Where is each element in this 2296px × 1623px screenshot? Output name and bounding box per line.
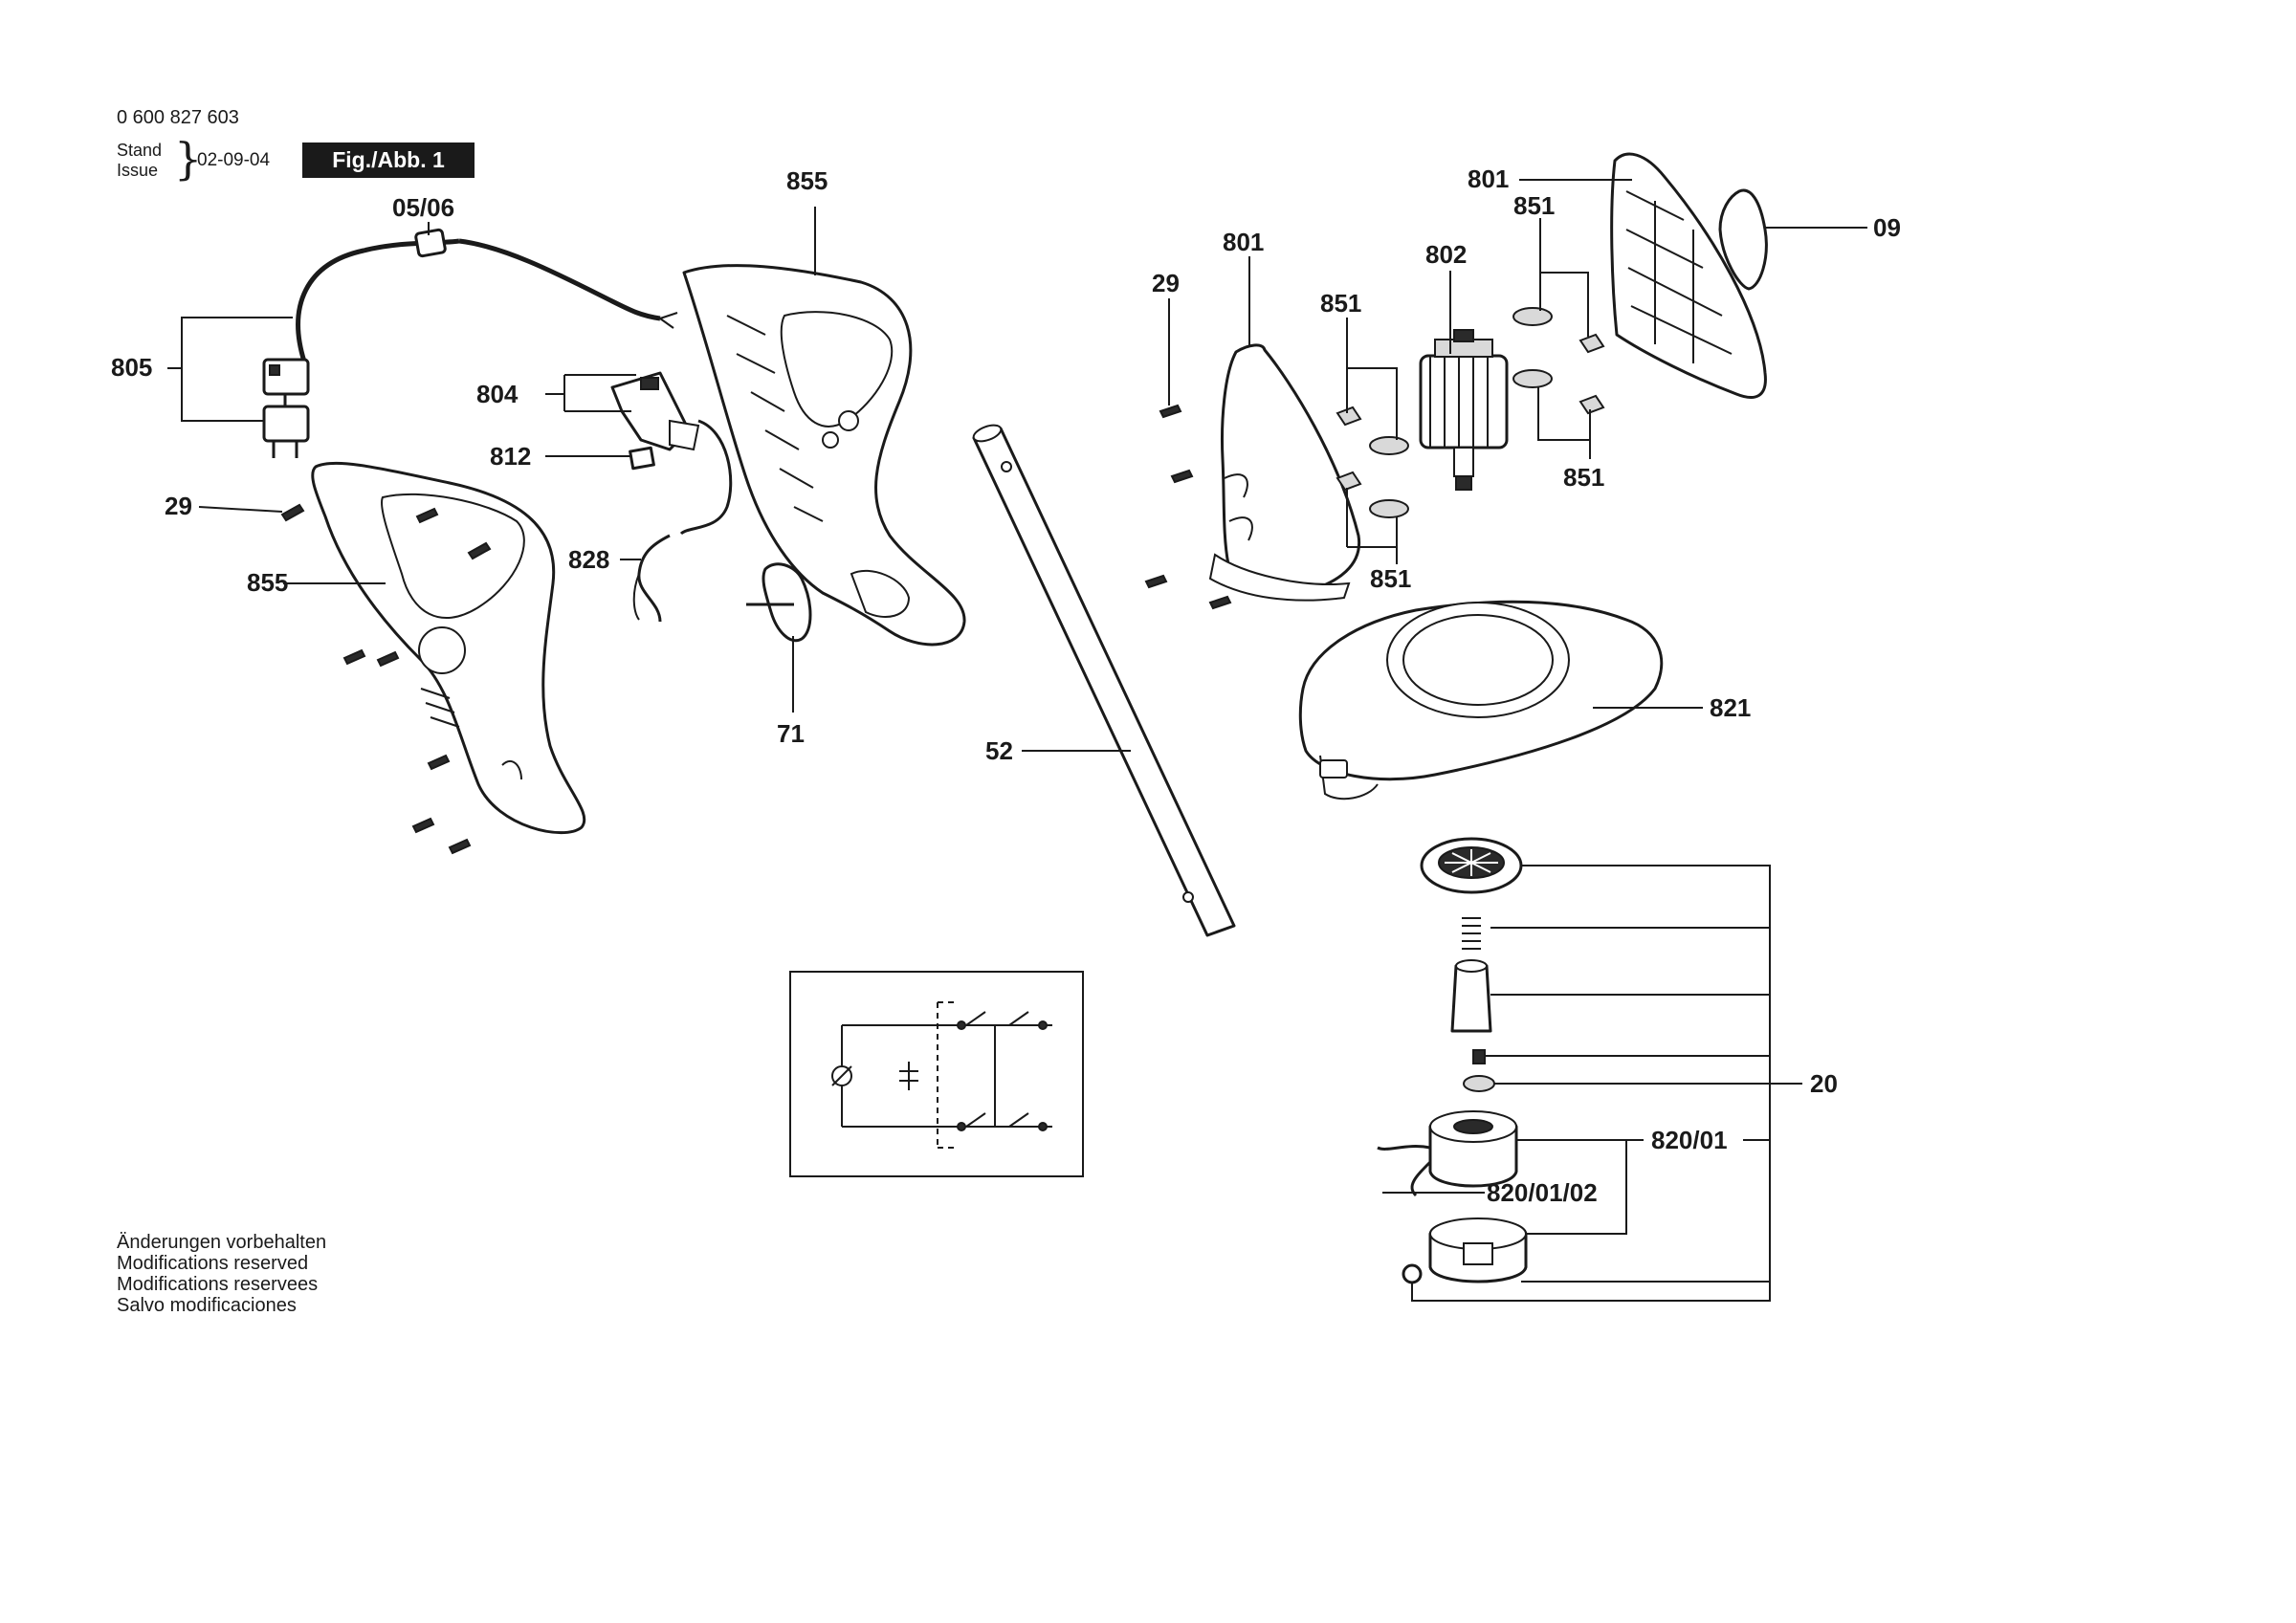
callout-820-01: 820/01 bbox=[1651, 1126, 1728, 1154]
callout-851-right-lower: 851 bbox=[1563, 463, 1604, 492]
bearing-icons bbox=[1336, 307, 1605, 518]
callout-09: 09 bbox=[1873, 213, 1901, 242]
revision-date: 02-09-04 bbox=[197, 150, 271, 170]
callout-851-upper: 851 bbox=[1320, 289, 1361, 318]
handle-right-drawing bbox=[682, 264, 966, 647]
callout-820-01-02: 820/01/02 bbox=[1487, 1178, 1598, 1207]
leader-line bbox=[167, 317, 293, 422]
leader-line bbox=[198, 506, 283, 513]
callout-29-left: 29 bbox=[165, 492, 192, 520]
modification-notes: Änderungen vorbehalten Modifications res… bbox=[117, 1232, 326, 1316]
callout-29-right: 29 bbox=[1152, 269, 1180, 297]
screw-icons-left bbox=[280, 503, 492, 855]
stand-label: Stand bbox=[117, 141, 163, 160]
leader-line bbox=[1411, 865, 1802, 1302]
callout-805: 805 bbox=[111, 353, 152, 382]
callout-05-06: 05/06 bbox=[392, 193, 454, 222]
motor-housing-left-drawing bbox=[1208, 343, 1361, 602]
callout-20: 20 bbox=[1810, 1069, 1838, 1098]
callout-801-left: 801 bbox=[1223, 228, 1264, 256]
callout-855-right: 855 bbox=[786, 166, 828, 195]
wiring-schematic bbox=[789, 971, 1084, 1177]
leader-line bbox=[1537, 386, 1591, 459]
issue-label: Issue bbox=[117, 161, 159, 180]
motor-drawing bbox=[1419, 329, 1509, 491]
motor-housing-right-drawing bbox=[1610, 152, 1767, 399]
revision-labels: Stand Issue bbox=[117, 141, 162, 181]
leader-line bbox=[1346, 318, 1398, 440]
cable-plug-drawing bbox=[262, 228, 678, 458]
note-line: Änderungen vorbehalten bbox=[117, 1232, 327, 1253]
handle-left-drawing bbox=[311, 461, 586, 835]
figure-label: Fig./Abb. 1 bbox=[302, 143, 475, 178]
leader-line bbox=[545, 374, 636, 412]
note-line: Salvo modificaciones bbox=[117, 1295, 297, 1316]
callout-52: 52 bbox=[985, 736, 1013, 765]
leader-line bbox=[1516, 1139, 1770, 1235]
callout-804: 804 bbox=[476, 380, 519, 408]
switch-drawing bbox=[610, 371, 733, 623]
screw-icons-right bbox=[1144, 404, 1232, 610]
callout-812: 812 bbox=[490, 442, 531, 471]
note-line: Modifications reserved bbox=[117, 1253, 309, 1274]
callout-801-right: 801 bbox=[1468, 164, 1509, 193]
tube-drawing bbox=[972, 424, 1236, 937]
document-number: 0 600 827 603 bbox=[117, 107, 239, 128]
callout-855-left: 855 bbox=[247, 568, 288, 597]
leader-line bbox=[1539, 218, 1589, 337]
callout-71: 71 bbox=[777, 719, 805, 748]
note-line: Modifications reservees bbox=[117, 1274, 319, 1295]
spool-kit-drawing bbox=[1377, 837, 1528, 1284]
callout-828: 828 bbox=[568, 545, 609, 574]
cap-drawing bbox=[1718, 188, 1768, 291]
leader-line bbox=[1346, 488, 1398, 564]
brace-icon: } bbox=[174, 133, 203, 185]
callout-802: 802 bbox=[1425, 240, 1467, 269]
callout-851-right-upper: 851 bbox=[1513, 191, 1555, 220]
clip-drawing bbox=[746, 562, 812, 643]
guard-drawing bbox=[1298, 600, 1664, 801]
callout-821: 821 bbox=[1710, 693, 1751, 722]
callout-851-lower: 851 bbox=[1370, 564, 1411, 593]
